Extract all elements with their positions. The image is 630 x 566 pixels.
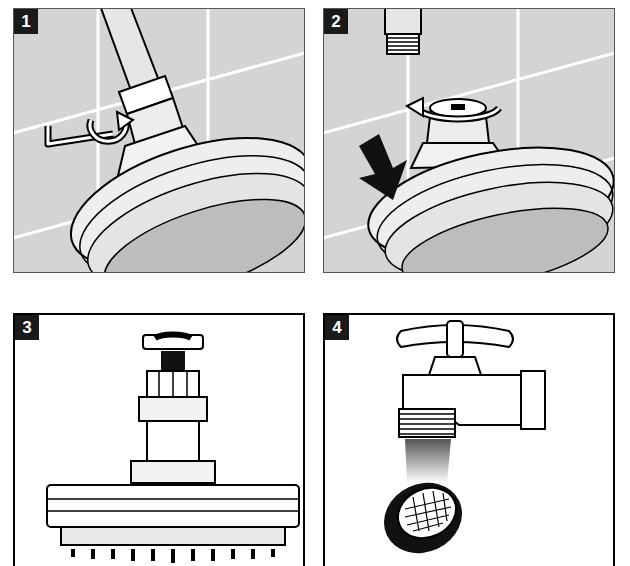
coupling-nut: [147, 371, 199, 397]
filter-screen: [390, 479, 465, 548]
shower-arm: [385, 8, 421, 34]
filter-cap: [143, 335, 203, 349]
step-number: 4: [325, 315, 349, 340]
spray-face: [61, 527, 285, 545]
panel-bg: [323, 313, 615, 566]
step-panel: 3: [13, 313, 305, 566]
filter-mesh: [405, 491, 451, 531]
pipe-thread: [387, 38, 419, 50]
packing-nut: [429, 357, 481, 375]
panel-bg: [13, 313, 305, 566]
panel-3-art: [13, 313, 305, 566]
water-spray: [405, 439, 451, 483]
spray-face: [395, 193, 615, 273]
step-panel: 2: [323, 8, 615, 273]
ball-joint: [139, 397, 207, 421]
spout-thread: [399, 409, 455, 437]
turn-arrow-head: [117, 112, 133, 130]
filter-ring: [372, 470, 473, 565]
head-neck: [147, 421, 199, 461]
step-panel: 4: [323, 313, 615, 566]
nut-flats: [159, 371, 187, 397]
turn-arrow: [417, 108, 499, 119]
step-number: 1: [14, 9, 38, 34]
head-collar: [131, 461, 215, 483]
nut-hole: [451, 104, 465, 110]
turn-arrow: [155, 335, 191, 338]
spray-face: [93, 179, 305, 273]
handle-stem: [447, 321, 463, 357]
panel-1-art: [13, 8, 305, 273]
nozzles: [73, 549, 273, 563]
head-ring: [47, 499, 299, 511]
step-panel: 1: [13, 8, 305, 273]
step-number: 2: [324, 9, 348, 34]
turn-arrow-head: [407, 98, 423, 116]
inlet-nut: [521, 371, 545, 429]
step-number: 3: [15, 315, 39, 340]
turn-arrow: [417, 108, 499, 119]
panel-2-art: [323, 8, 615, 273]
pipe-thread: [387, 34, 419, 54]
panel-4-art: [323, 313, 615, 566]
filter-screen: [161, 351, 185, 371]
spout-thread: [399, 414, 455, 434]
head-body: [47, 485, 299, 527]
down-arrow: [359, 134, 407, 200]
